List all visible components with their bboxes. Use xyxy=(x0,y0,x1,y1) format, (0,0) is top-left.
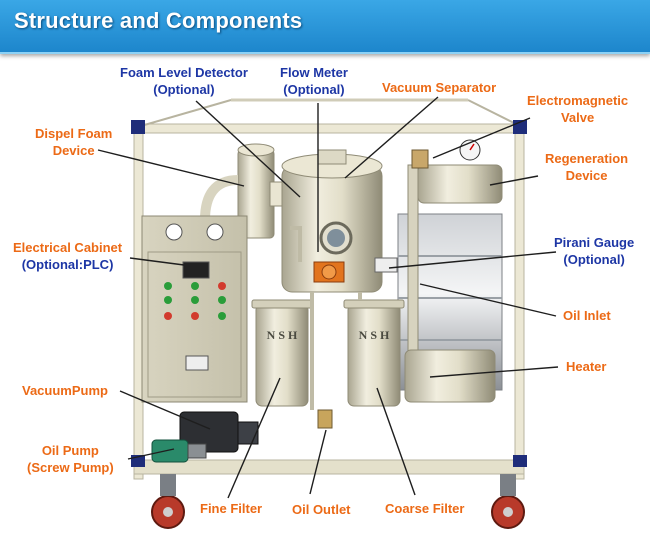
frame-right-post xyxy=(514,123,525,480)
label-electrical-cabinet: Electrical Cabinet (Optional:PLC) xyxy=(13,240,123,272)
label-vacuum-pump: VacuumPump xyxy=(22,383,108,398)
label-heater: Heater xyxy=(566,359,607,374)
label-regeneration-device: Regeneration Device xyxy=(545,151,629,183)
coarse-filter-brand: N S H xyxy=(359,328,390,342)
label-coarse-filter: Coarse Filter xyxy=(385,501,465,516)
label-vacuum-separator: Vacuum Separator xyxy=(382,80,497,95)
fine-filter xyxy=(251,299,313,407)
label-electromagnetic-valve: Electromagnetic Valve xyxy=(527,93,629,125)
casters xyxy=(151,474,525,529)
label-foam-level-detector: Foam Level Detector (Optional) xyxy=(120,65,248,97)
title-banner: Structure and Components xyxy=(0,0,650,54)
oil-outlet-valve xyxy=(317,409,333,429)
label-fine-filter: Fine Filter xyxy=(200,501,263,516)
label-oil-inlet: Oil Inlet xyxy=(563,308,611,323)
label-dispel-foam-device: Dispel Foam Device xyxy=(35,126,113,158)
flow-meter xyxy=(313,261,345,283)
label-oil-outlet: Oil Outlet xyxy=(292,502,351,517)
page-title: Structure and Components xyxy=(14,8,303,33)
label-pirani-gauge: Pirani Gauge (Optional) xyxy=(554,235,635,267)
electromagnetic-valve xyxy=(411,139,481,169)
oil-pump xyxy=(151,439,207,463)
piping xyxy=(290,226,362,410)
frame-base xyxy=(133,459,525,475)
label-oil-pump: Oil Pump (Screw Pump) xyxy=(27,443,114,475)
fine-filter-brand: N S H xyxy=(267,328,298,342)
electrical-cabinet xyxy=(141,215,248,403)
leader-lines xyxy=(97,96,559,499)
frame-top-beam xyxy=(133,123,525,134)
label-flow-meter: Flow Meter (Optional) xyxy=(280,65,348,97)
pirani-gauge xyxy=(374,257,398,273)
coarse-filter xyxy=(343,299,405,407)
vacuum-separator xyxy=(281,149,383,293)
